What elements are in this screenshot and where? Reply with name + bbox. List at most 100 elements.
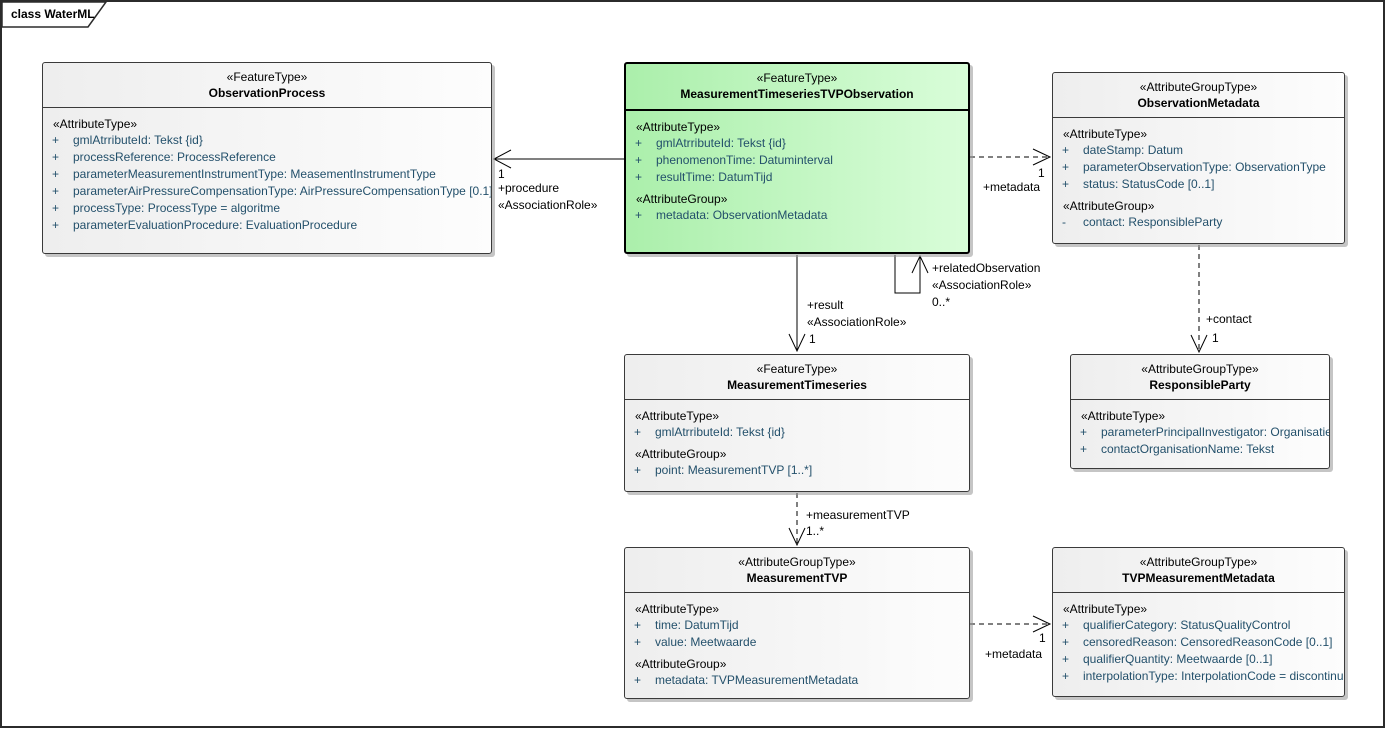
attribute-row: +gmlAtrributeId: Tekst {id} [43, 132, 491, 149]
attribute-row: +parameterEvaluationProcedure: Evaluatio… [43, 217, 491, 234]
visibility-marker: + [635, 153, 643, 167]
attribute-text: qualifierQuantity: Meetwaarde [0..1] [1083, 652, 1273, 666]
role-result: +result [807, 298, 844, 312]
attribute-row: +contactOrganisationName: Tekst [1071, 441, 1329, 458]
attribute-row: +time: DatumTijd [625, 617, 969, 634]
open-arrowhead-down [788, 333, 806, 353]
attribute-row: + phenomenonTime: Datuminterval [626, 152, 968, 169]
class-stereotype: «AttributeGroupType» [1139, 80, 1258, 94]
class-box-tvp-measurement-metadata[interactable]: «AttributeGroupType» TVPMeasurementMetad… [1052, 547, 1345, 697]
attribute-row: +gmlAtrributeId: Tekst {id} [626, 135, 968, 152]
section-label: «AttributeType» [635, 602, 720, 616]
section-label: «AttributeGroup» [635, 447, 727, 461]
attribute-row: +dateStamp: Datum [1053, 142, 1344, 159]
attribute-text: time: DatumTijd [655, 618, 739, 632]
section-label: «AttributeType» [1063, 602, 1148, 616]
multiplicity-metadata-bottom: 1 [1039, 631, 1046, 645]
class-body: «AttributeType» +dateStamp: Datum + param… [1053, 118, 1344, 231]
visibility-marker: + [52, 201, 60, 215]
visibility-marker: + [1062, 669, 1070, 683]
class-name: MeasurementTimeseriesTVPObservation [680, 87, 914, 101]
visibility-marker: + [634, 425, 642, 439]
class-body: «AttributeType» +parameterPrincipalInves… [1071, 400, 1329, 458]
attribute-row: +status: StatusCode [0..1] [1053, 176, 1344, 193]
attribute-row: +processReference: ProcessReference [43, 149, 491, 166]
attribute-row: + parameterAirPressureCompensationType: A… [43, 183, 491, 200]
attribute-text: parameterAirPressureCompensationType: Ai… [73, 184, 491, 198]
multiplicity-contact: 1 [1212, 331, 1219, 345]
class-stereotype: «FeatureType» [226, 70, 308, 84]
open-arrowhead-right [1032, 615, 1052, 633]
section-label: «AttributeType» [635, 409, 720, 423]
section-label: «AttributeType» [1081, 409, 1166, 423]
class-stereotype: «AttributeGroupType» [738, 555, 856, 569]
visibility-marker: + [634, 673, 642, 687]
attribute-row: -contact: ResponsibleParty [1053, 214, 1344, 231]
class-stereotype: «FeatureType» [756, 362, 838, 376]
visibility-marker: + [52, 150, 60, 164]
role-measurement-tvp: +measurementTVP [806, 508, 910, 522]
open-arrowhead-left [492, 149, 512, 169]
stereotype-related-observation: «AssociationRole» [932, 278, 1032, 292]
attribute-row: + censoredReason: CensoredReasonCode [0..… [1053, 634, 1344, 651]
section-label: «AttributeType» [1063, 127, 1148, 141]
attribute-row: +qualifierQuantity: Meetwaarde [0..1] [1053, 651, 1344, 668]
attribute-text: phenomenonTime: Datuminterval [656, 153, 833, 167]
stereotype-result: «AssociationRole» [807, 315, 907, 329]
visibility-marker: + [1062, 635, 1070, 649]
class-box-measurement-tvp[interactable]: «AttributeGroupType» MeasurementTVP «Att… [624, 547, 970, 699]
attribute-text: interpolationType: InterpolationCode = d… [1083, 669, 1344, 683]
attribute-text: value: Meetwaarde [655, 635, 757, 649]
visibility-marker: + [635, 208, 643, 222]
section-label: «AttributeType» [53, 117, 138, 131]
attribute-text: censoredReason: CensoredReasonCode [0..1… [1083, 635, 1333, 649]
multiplicity-measurement-tvp: 1..* [806, 524, 825, 538]
class-header: «FeatureType» MeasurementTimeseriesTVPOb… [626, 64, 968, 111]
class-body: «AttributeType» +gmlAtrributeId: Tekst {… [43, 108, 491, 234]
visibility-marker: + [634, 463, 642, 477]
attribute-text: metadata: ObservationMetadata [656, 208, 828, 222]
attribute-text: resultTime: DatumTijd [656, 170, 773, 184]
class-name: ObservationProcess [208, 86, 326, 100]
attribute-row: + metadata: ObservationMetadata [626, 207, 968, 224]
attribute-text: contact: ResponsibleParty [1083, 215, 1223, 229]
role-metadata-bottom: +metadata [985, 647, 1043, 661]
visibility-marker: + [1062, 160, 1070, 174]
visibility-marker: + [635, 136, 643, 150]
class-box-measurement-timeseries-tvp-observation[interactable]: «FeatureType» MeasurementTimeseriesTVPOb… [624, 62, 970, 254]
visibility-marker: + [52, 167, 60, 181]
class-header: «AttributeGroupType» TVPMeasurementMetad… [1053, 548, 1344, 593]
visibility-marker: + [634, 635, 642, 649]
section-label: «AttributeGroup» [635, 657, 727, 671]
class-box-observation-process[interactable]: «FeatureType» ObservationProcess «Attrib… [42, 62, 492, 254]
open-arrowhead-down [788, 527, 806, 547]
diagram-title: class WaterML [11, 7, 95, 21]
class-box-observation-metadata[interactable]: «AttributeGroupType» ObservationMetadata… [1052, 72, 1345, 244]
class-body: «AttributeType» +qualifierCategory: Stat… [1053, 593, 1344, 685]
attribute-row: + value: Meetwaarde [625, 634, 969, 651]
section-label: «AttributeGroup» [1063, 199, 1155, 213]
attribute-text: parameterPrincipalInvestigator: Organisa… [1101, 425, 1329, 439]
class-stereotype: «FeatureType» [756, 71, 838, 85]
attribute-text: dateStamp: Datum [1083, 143, 1184, 157]
role-metadata-top: +metadata [983, 180, 1041, 194]
class-name: TVPMeasurementMetadata [1122, 571, 1275, 585]
visibility-marker: + [52, 218, 60, 232]
class-header: «FeatureType» MeasurementTimeseries [625, 355, 969, 400]
visibility-marker: + [52, 184, 60, 198]
class-body: «AttributeType» +time: DatumTijd +value:… [625, 593, 969, 689]
class-box-measurement-timeseries[interactable]: «FeatureType» MeasurementTimeseries «Att… [624, 354, 970, 492]
multiplicity-metadata-top: 1 [1038, 166, 1045, 180]
class-body: «AttributeType» +gmlAtrributeId: Tekst {… [626, 111, 968, 224]
role-contact: +contact [1206, 312, 1252, 326]
multiplicity-procedure: 1 [498, 167, 505, 181]
multiplicity-related-observation: 0..* [932, 295, 951, 309]
attribute-row: + interpolationType: InterpolationCode = … [1053, 668, 1344, 685]
class-name: MeasurementTimeseries [727, 378, 867, 392]
attribute-text: gmlAtrributeId: Tekst {id} [655, 425, 785, 439]
class-box-responsible-party[interactable]: «AttributeGroupType» ResponsibleParty «A… [1070, 354, 1330, 469]
open-arrowhead-up [911, 254, 929, 274]
attribute-text: parameterObservationType: ObservationTyp… [1083, 160, 1326, 174]
attribute-text: point: MeasurementTVP [1..*] [655, 463, 813, 477]
association-related-observation[interactable] [894, 255, 921, 294]
